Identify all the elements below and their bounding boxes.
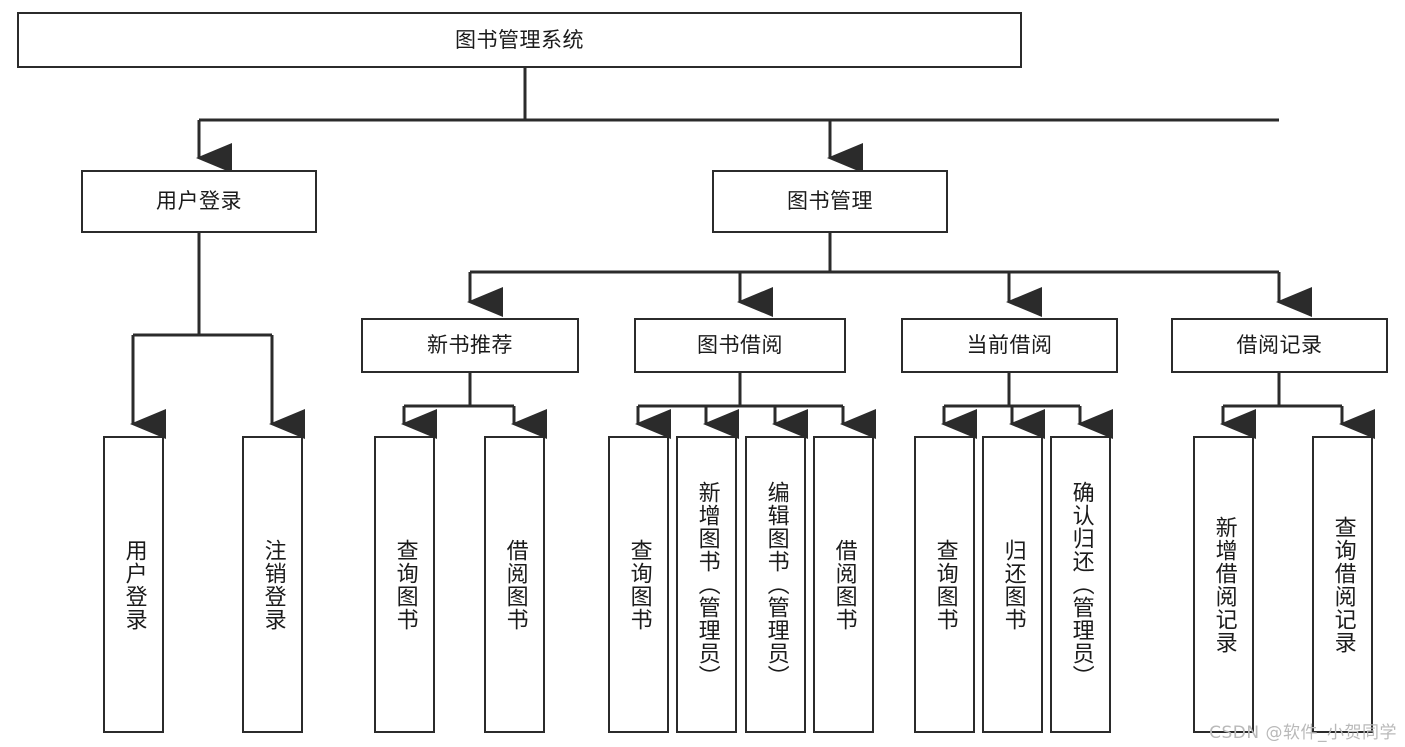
watermark-text: CSDN @软件_小贺同学 <box>1209 723 1397 743</box>
node-label: 确认归还（管理员） <box>1068 481 1094 688</box>
leaf-current-return-book[interactable]: 归还图书 <box>982 436 1043 733</box>
node-label: 图书管理系统 <box>455 27 584 52</box>
node-label: 借阅记录 <box>1236 333 1323 358</box>
node-label: 借阅图书 <box>502 538 528 631</box>
node-label: 用户登录 <box>121 538 147 631</box>
leaf-user-login-logout[interactable]: 注销登录 <box>242 436 303 733</box>
leaf-recommend-borrow-book[interactable]: 借阅图书 <box>484 436 545 733</box>
node-label: 查询图书 <box>626 538 652 631</box>
leaf-record-query-record[interactable]: 查询借阅记录 <box>1312 436 1373 733</box>
node-label: 查询图书 <box>932 538 958 631</box>
leaf-borrow-query-book[interactable]: 查询图书 <box>608 436 669 733</box>
node-label: 查询借阅记录 <box>1330 515 1356 654</box>
leaf-user-login-login[interactable]: 用户登录 <box>103 436 164 733</box>
node-label: 注销登录 <box>260 538 286 631</box>
leaf-current-confirm-return[interactable]: 确认归还（管理员） <box>1050 436 1111 733</box>
leaf-borrow-add-book[interactable]: 新增图书（管理员） <box>676 436 737 733</box>
leaf-borrow-borrow-book[interactable]: 借阅图书 <box>813 436 874 733</box>
node-new-book-recommend[interactable]: 新书推荐 <box>361 318 579 373</box>
node-label: 图书管理 <box>787 189 873 214</box>
node-label: 用户登录 <box>156 189 242 214</box>
node-label: 新增借阅记录 <box>1211 515 1237 654</box>
node-book-management[interactable]: 图书管理 <box>712 170 948 233</box>
node-label: 归还图书 <box>1000 538 1026 631</box>
node-current-borrow[interactable]: 当前借阅 <box>901 318 1118 373</box>
node-label: 编辑图书（管理员） <box>763 481 789 688</box>
node-label: 新书推荐 <box>427 333 513 358</box>
leaf-recommend-query-book[interactable]: 查询图书 <box>374 436 435 733</box>
node-borrow-record[interactable]: 借阅记录 <box>1171 318 1388 373</box>
node-label: 借阅图书 <box>831 538 857 631</box>
node-user-login[interactable]: 用户登录 <box>81 170 317 233</box>
node-label: 新增图书（管理员） <box>694 481 720 688</box>
node-label: 图书借阅 <box>697 333 783 358</box>
leaf-record-add-record[interactable]: 新增借阅记录 <box>1193 436 1254 733</box>
node-label: 当前借阅 <box>966 333 1053 358</box>
leaf-current-query-book[interactable]: 查询图书 <box>914 436 975 733</box>
node-label: 查询图书 <box>392 538 418 631</box>
node-root-system[interactable]: 图书管理系统 <box>17 12 1022 68</box>
leaf-borrow-edit-book[interactable]: 编辑图书（管理员） <box>745 436 806 733</box>
node-book-borrow[interactable]: 图书借阅 <box>634 318 846 373</box>
